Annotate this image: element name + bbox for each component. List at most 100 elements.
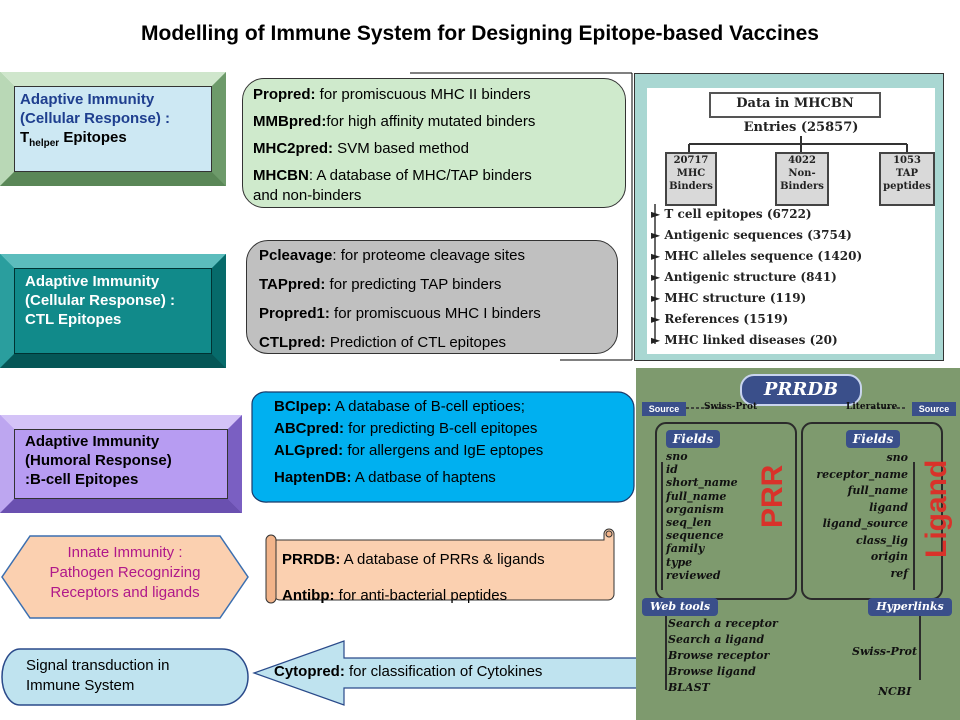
prrdb-field: organism <box>666 502 724 516</box>
prrdb-field: sno <box>886 451 908 464</box>
page-title: Modelling of Immune System for Designing… <box>141 22 819 45</box>
mhcbn-list-item: ► MHC structure (119) <box>651 291 807 305</box>
bevel-frame <box>0 415 242 513</box>
prrdb-webtool: Search a receptor <box>668 617 778 630</box>
tool-cytopred[interactable]: Cytopred: for classification of Cytokine… <box>274 663 543 680</box>
prrdb-figure: PRRDB Source Swiss-Prot Literature Sourc… <box>636 368 960 720</box>
mhcbn-list-item: ► MHC linked diseases (20) <box>651 333 838 347</box>
tools-group5: Cytopred: for classification of Cytokine… <box>274 663 542 680</box>
tool-ctlpred[interactable]: CTLpred: Prediction of CTL epitopes <box>259 334 507 351</box>
prrdb-field: full_name <box>847 484 908 497</box>
prrdb-webtools: Search a receptor Search a ligand Browse… <box>668 616 778 696</box>
tool-antibp[interactable]: Antibp: for anti-bacterial peptides <box>282 587 508 604</box>
prrdb-fields-left-label: Fields <box>666 430 720 448</box>
prrdb-field: reviewed <box>666 568 721 582</box>
thelper-line1: Adaptive Immunity <box>20 91 155 108</box>
mhcbn-list-item: ► Antigenic structure (841) <box>651 270 837 284</box>
prrdb-webtools-label: Web tools <box>642 598 718 616</box>
prrdb-field: ref <box>890 566 908 580</box>
mhcbn-list-item: ► T cell epitopes (6722) <box>651 207 812 221</box>
tool-algpred[interactable]: ALGpred: for allergens and IgE eptopes <box>274 442 544 459</box>
tool-propred[interactable]: Propred: for promiscuous MHC II binders <box>253 86 531 103</box>
prrdb-field: seq_len <box>666 516 712 530</box>
prrdb-hyperlinks-label: Hyperlinks <box>868 598 952 616</box>
bcell-line1: Adaptive Immunity <box>25 433 160 450</box>
prrdb-fields-right: sno receptor_name full_name ligand ligan… <box>796 450 908 582</box>
tool-bcipep[interactable]: BCIpep: A database of B-cell eptioes; <box>274 398 525 415</box>
prrdb-fields-right-label: Fields <box>846 430 900 448</box>
tools-group3-shape <box>251 391 635 503</box>
prrdb-literature: Literature <box>846 402 898 412</box>
prrdb-source-left: Source <box>642 402 686 416</box>
thelper-box: Adaptive Immunity (Cellular Response) : … <box>0 72 226 186</box>
tools-group4-shape <box>265 528 615 604</box>
mhcbn-list-item: ► MHC alleles sequence (1420) <box>651 249 863 263</box>
tool-abcpred[interactable]: ABCpred: for predicting B-cell epitopes <box>274 420 538 437</box>
innate-line3: Receptors and ligands <box>50 584 200 601</box>
mhcbn-panel <box>647 88 935 354</box>
mhcbn-title: Data in MHCBN <box>709 92 881 118</box>
prrdb-webtool: Browse ligand <box>668 665 756 678</box>
thelper-rest: Epitopes <box>59 129 127 146</box>
prrdb-field: ligand_source <box>822 517 908 530</box>
prrdb-field: sequence <box>666 529 724 543</box>
prrdb-field: id <box>666 463 678 477</box>
prrdb-hyperlink: NCBI <box>878 685 912 698</box>
thelper-line2: (Cellular Response) : <box>20 110 171 127</box>
prrdb-hyperlink: Swiss-Prot <box>852 645 918 658</box>
tool-pcleavage[interactable]: Pcleavage: for proteome cleavage sites <box>259 247 525 264</box>
prrdb-swissprot: Swiss-Prot <box>704 402 758 412</box>
mhcbn-list-item: ► References (1519) <box>651 312 789 326</box>
innate-line1: Innate Immunity : <box>67 544 183 561</box>
prrdb-field: origin <box>870 550 908 563</box>
mhcbn-list: ► T cell epitopes (6722) ► Antigenic seq… <box>651 204 862 351</box>
tool-mhc2pred[interactable]: MHC2pred: SVM based method <box>253 140 469 157</box>
tools-group1: Propred: for promiscuous MHC II binders … <box>242 78 626 208</box>
tools-group4: PRRDB: A database of PRRs & ligands Anti… <box>282 542 545 614</box>
prrdb-ligand-label: Ligand <box>920 459 953 558</box>
signal-line1: Signal transduction in <box>26 657 170 674</box>
prrdb-field: short_name <box>666 476 738 490</box>
innate-shape <box>1 535 249 619</box>
prrdb-field: receptor_name <box>816 467 908 481</box>
mhcbn-entries: Entries (25857) <box>743 120 859 135</box>
ctl-line3: CTL Epitopes <box>25 311 122 328</box>
mhcbn-list-item: ► Antigenic sequences (3754) <box>651 228 852 242</box>
bevel-frame <box>0 254 226 368</box>
signal-shape <box>1 648 249 706</box>
tool-propred1[interactable]: Propred1: for promiscuous MHC I binders <box>259 305 541 322</box>
prrdb-title: PRRDB <box>740 374 862 406</box>
prrdb-webtool: BLAST <box>668 681 710 694</box>
ctl-line2: (Cellular Response) : <box>25 292 176 309</box>
prrdb-hyperlinks: Swiss-Prot NCBI <box>852 632 917 712</box>
prrdb-webtool: Browse receptor <box>668 649 770 662</box>
tool-mmbpred[interactable]: MMBpred:for high affinity mutated binder… <box>253 113 536 130</box>
signal-line2: Immune System <box>26 677 135 694</box>
bcell-line2: (Humoral Response) <box>25 452 172 469</box>
tools-group3: BCIpep: A database of B-cell eptioes; AB… <box>274 396 543 489</box>
prrdb-field: class_lig <box>856 533 908 547</box>
tool-tappred[interactable]: TAPpred: for predicting TAP binders <box>259 276 502 293</box>
prrdb-field: family <box>666 542 705 556</box>
bevel-frame <box>0 72 226 186</box>
prrdb-field: type <box>666 555 693 569</box>
ctl-line1: Adaptive Immunity <box>25 273 160 290</box>
prrdb-field: sno <box>666 450 688 463</box>
prrdb-fields-left: sno id short_name full_name organism seq… <box>666 450 738 582</box>
innate-text: Innate Immunity : Pathogen Recognizing R… <box>0 543 250 603</box>
bcell-line3: :B-cell Epitopes <box>25 471 139 488</box>
tool-prrdb[interactable]: PRRDB: A database of PRRs & ligands <box>282 551 545 568</box>
prrdb-field: full_name <box>666 489 727 503</box>
prrdb-field: ligand <box>869 500 908 514</box>
tool-haptendb[interactable]: HaptenDB: A datbase of haptens <box>274 469 496 486</box>
thelper-sub: helper <box>29 138 60 149</box>
ctl-box: Adaptive Immunity (Cellular Response) : … <box>0 254 226 368</box>
thelper-t: T <box>20 129 30 146</box>
mhcbn-tree-lines <box>654 136 908 344</box>
